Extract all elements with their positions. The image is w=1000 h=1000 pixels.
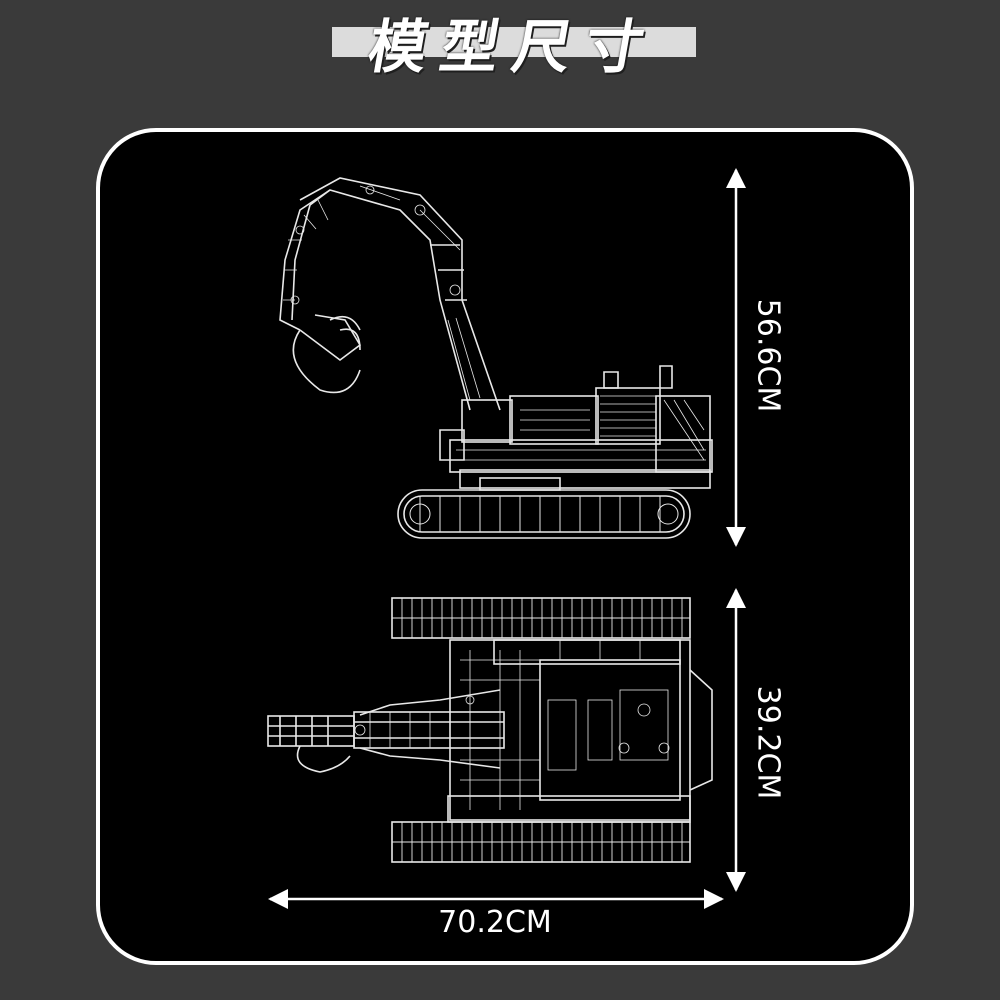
excavator-top-icon xyxy=(267,597,713,863)
title-band xyxy=(332,27,696,57)
length-label: 70.2CM xyxy=(438,905,552,940)
height-label: 56.6CM xyxy=(750,298,786,413)
excavator-side-icon xyxy=(279,177,713,539)
width-label: 39.2CM xyxy=(750,685,786,800)
dimension-panel xyxy=(96,128,914,965)
